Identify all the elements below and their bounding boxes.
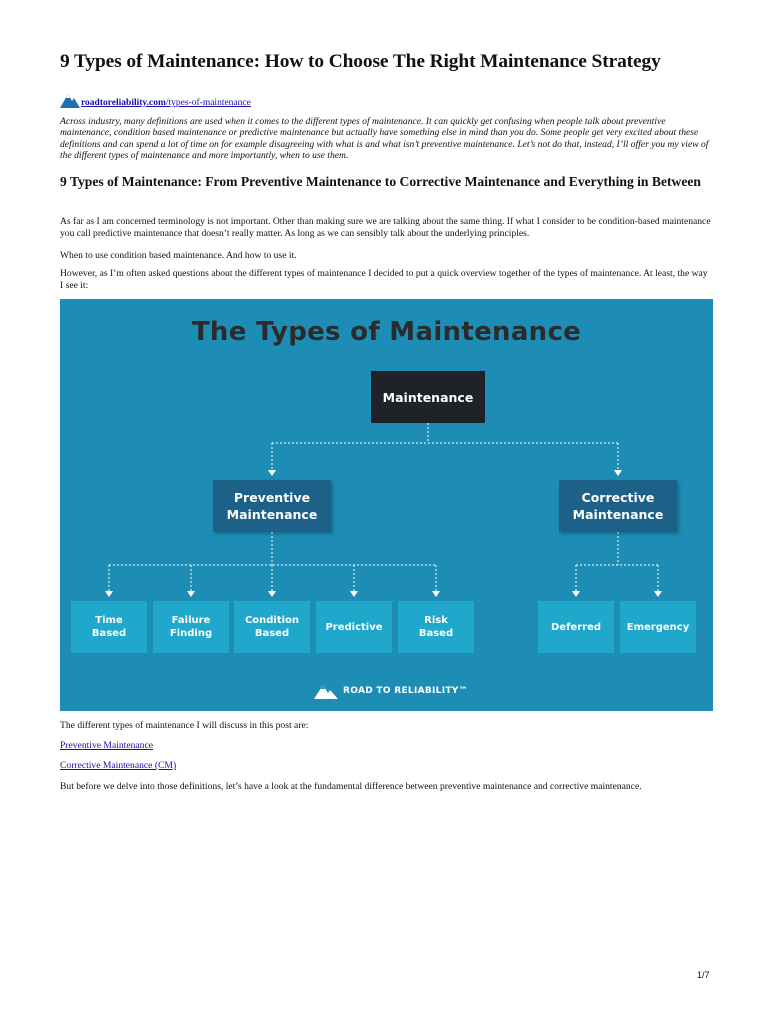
paragraph: As far as I am concerned terminology is …: [60, 216, 711, 239]
paragraph: The different types of maintenance I wil…: [60, 720, 309, 731]
diagram-title: The Types of Maintenance: [191, 317, 582, 347]
road-to-reliability-logo-icon: [60, 94, 80, 108]
corrective-maintenance-link-line: Corrective Maintenance (CM): [60, 760, 713, 772]
corrective-maintenance-link[interactable]: Corrective Maintenance (CM): [60, 760, 177, 771]
predictive-node: Predictive: [316, 601, 392, 653]
paragraph: But before we delve into those definitio…: [60, 781, 642, 792]
brand-name: ROAD TO RELIABILITY™: [343, 686, 468, 696]
source-link[interactable]: roadtoreliability.com/types-of-maintenan…: [81, 98, 251, 108]
page-title: 9 Types of Maintenance: How to Choose Th…: [60, 51, 661, 72]
maintenance-root-node: Maintenance: [371, 371, 485, 423]
brand-footer: ROAD TO RELIABILITY™: [314, 683, 468, 699]
types-of-maintenance-diagram: The Types of Maintenance Maintenance Pre…: [60, 299, 713, 711]
preventive-maintenance-link[interactable]: Preventive Maintenance: [60, 740, 153, 751]
diagram-connectors: [105, 423, 662, 597]
intro-paragraph: Across industry, many definitions are us…: [60, 116, 709, 162]
paragraph: However, as I’m often asked questions ab…: [60, 268, 708, 291]
preventive-maintenance-link-line: Preventive Maintenance: [60, 740, 713, 752]
mountain-logo-icon: [314, 685, 338, 699]
emergency-node: Emergency: [620, 601, 696, 653]
deferred-node: Deferred: [538, 601, 614, 653]
page-number: 1/7: [697, 970, 710, 980]
paragraph: When to use condition based maintenance.…: [60, 250, 297, 261]
source-line: roadtoreliability.com/types-of-maintenan…: [60, 88, 251, 108]
section-heading: 9 Types of Maintenance: From Preventive …: [60, 174, 701, 189]
